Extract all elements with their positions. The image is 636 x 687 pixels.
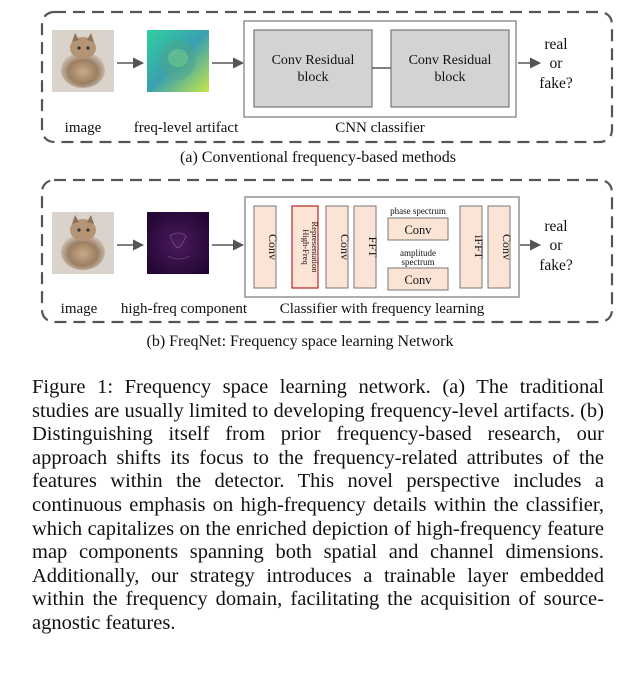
cnn-classifier-box: [243, 20, 517, 118]
freq-classifier-box: [244, 196, 520, 298]
conv-block-3: [487, 205, 511, 289]
output-b-line3: fake?: [539, 257, 573, 274]
label-image-a: image: [65, 120, 102, 136]
phase-conv-block: [387, 217, 449, 241]
cat-image-b: [52, 212, 114, 274]
high-freq-component-image: [147, 212, 209, 274]
output-b-line1: real: [544, 218, 567, 235]
phase-spectrum-label: phase spectrum: [390, 206, 446, 216]
panel-b-dashed-border: [40, 178, 614, 324]
panel-a: Conv Residual block Conv Residual block …: [40, 10, 614, 166]
figure-diagram: Conv Residual block Conv Residual block …: [40, 10, 614, 350]
block1-line1: Conv Residual: [272, 53, 355, 68]
block2-line2: block: [434, 70, 465, 85]
fft-block: [353, 205, 377, 289]
phase-conv-label: Conv: [404, 223, 432, 237]
conv-residual-block-2: [390, 29, 510, 108]
conv-residual-block-1: [253, 29, 373, 108]
label-cnn-classifier: CNN classifier: [335, 120, 425, 136]
output-a-line2: or: [550, 55, 564, 72]
ifft-block: [459, 205, 483, 289]
high-freq-representation-block: [291, 205, 319, 289]
figure-caption: Figure 1: Frequency space learning netwo…: [32, 376, 604, 636]
output-a-line3: fake?: [539, 75, 573, 92]
amplitude-label-line2: spectrum: [402, 257, 435, 267]
label-freq-classifier: Classifier with frequency learning: [280, 301, 485, 317]
label-image-b: image: [61, 301, 98, 317]
conv2-label: Conv: [338, 234, 352, 260]
freq-artifact-image: [147, 30, 209, 92]
conv1-label: Conv: [266, 234, 280, 260]
amplitude-conv-block: [387, 267, 449, 291]
hfr-line1: High-Freq: [301, 229, 311, 265]
hfr-line2: Representation: [310, 222, 320, 274]
figure-caption-label: Figure 1:: [32, 376, 114, 398]
panel-b: Conv High-Freq Representation Conv FFT p…: [40, 178, 614, 350]
amplitude-label-line1: amplitude: [400, 248, 436, 258]
conv-block-1: [253, 205, 277, 289]
figure-caption-text: Frequency space learning network. (a) Th…: [32, 376, 604, 634]
output-a-line1: real: [544, 36, 567, 53]
panel-a-dashed-border: [40, 10, 614, 144]
fft-label: FFT: [366, 237, 380, 258]
block1-line2: block: [297, 70, 328, 85]
ifft-label: iFFT: [472, 235, 486, 260]
amplitude-conv-label: Conv: [404, 273, 432, 287]
cat-image-a: [52, 30, 114, 92]
label-high-freq-component: high-freq component: [121, 301, 248, 317]
subcaption-b: (b) FreqNet: Frequency space learning Ne…: [147, 333, 454, 350]
output-b-line2: or: [550, 237, 564, 254]
label-artifact: freq-level artifact: [134, 120, 239, 136]
subcaption-a: (a) Conventional frequency-based methods: [180, 149, 456, 166]
conv3-label: Conv: [500, 234, 514, 260]
block2-line1: Conv Residual: [409, 53, 492, 68]
conv-block-2: [325, 205, 349, 289]
